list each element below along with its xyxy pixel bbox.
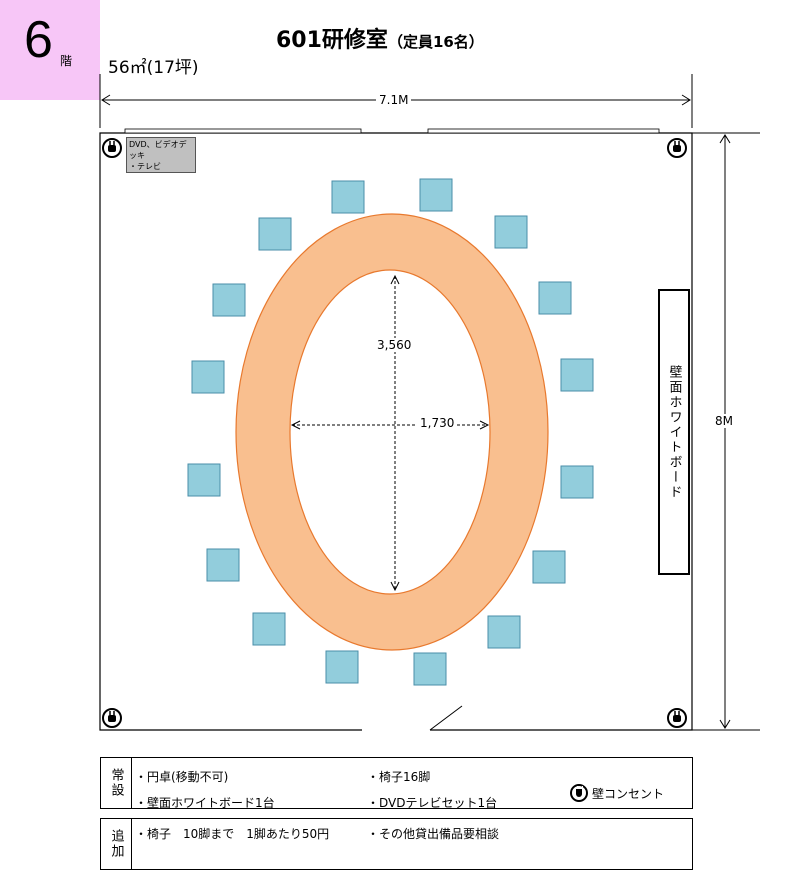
outlet-icon <box>667 708 687 728</box>
chair <box>325 650 359 684</box>
outlet-icon <box>102 708 122 728</box>
floor-plan <box>99 74 760 731</box>
chair <box>187 463 221 497</box>
chairs <box>187 178 594 686</box>
inner-width-label: 1,730 <box>417 416 458 430</box>
whiteboard: 壁面ホワイトボード <box>658 289 690 575</box>
additional-item: ・椅子 10脚まで 1脚あたり50円 <box>135 827 330 841</box>
room-area: 56㎡(17坪) <box>108 58 199 78</box>
inner-length-label: 3,560 <box>374 338 415 352</box>
tv-equipment-line2: ・テレビ <box>129 162 161 171</box>
room-title: 601研修室（定員16名） <box>276 22 484 54</box>
room-wall <box>99 132 693 731</box>
chair <box>560 465 594 499</box>
standard-item: ・椅子16脚 <box>367 770 431 784</box>
standard-item: ・DVDテレビセット1台 <box>367 796 498 810</box>
outlet-icon <box>667 138 687 158</box>
floor-badge: 6 階 <box>0 0 100 100</box>
room-name: 601研修室 <box>276 28 388 53</box>
room-capacity: （定員16名） <box>387 33 484 51</box>
table-center <box>289 269 491 595</box>
tv-equipment: DVD、ビデオデッキ ・テレビ <box>126 137 196 173</box>
outlet-legend: 壁コンセント <box>570 784 664 802</box>
chair <box>331 180 365 214</box>
door <box>429 705 463 731</box>
chair <box>191 360 225 394</box>
chair <box>206 548 240 582</box>
chair <box>413 652 447 686</box>
outlet-icon <box>570 784 588 802</box>
standard-item: ・円卓(移動不可) <box>135 770 229 784</box>
whiteboard-label: 壁面ホワイトボード <box>666 364 682 500</box>
standard-header: 常設 <box>101 758 132 808</box>
outlet-icon <box>102 138 122 158</box>
chair <box>494 215 528 249</box>
floor-number: 6 <box>24 11 53 69</box>
chair <box>538 281 572 315</box>
height-label: 8M <box>712 414 736 428</box>
tv-equipment-line1: DVD、ビデオデッキ <box>129 140 187 160</box>
additional-item: ・その他貸出備品要相談 <box>367 827 500 841</box>
width-label: 7.1M <box>376 93 412 107</box>
additional-equipment-table: 追加 ・椅子 10脚まで 1脚あたり50円 ・その他貸出備品要相談 <box>100 818 693 870</box>
chair <box>419 178 453 212</box>
chair <box>258 217 292 251</box>
chair <box>532 550 566 584</box>
standard-item: ・壁面ホワイトボード1台 <box>135 796 275 810</box>
chair <box>252 612 286 646</box>
window-left <box>124 128 362 134</box>
additional-header: 追加 <box>101 819 132 869</box>
floor-unit: 階 <box>60 54 73 68</box>
standard-equipment-table: 常設 ・円卓(移動不可) ・椅子16脚 ・壁面ホワイトボード1台 ・DVDテレビ… <box>100 757 693 810</box>
chair <box>560 358 594 392</box>
chair <box>487 615 521 649</box>
window-right <box>427 128 660 134</box>
chair <box>212 283 246 317</box>
outlet-legend-label: 壁コンセント <box>592 786 665 801</box>
